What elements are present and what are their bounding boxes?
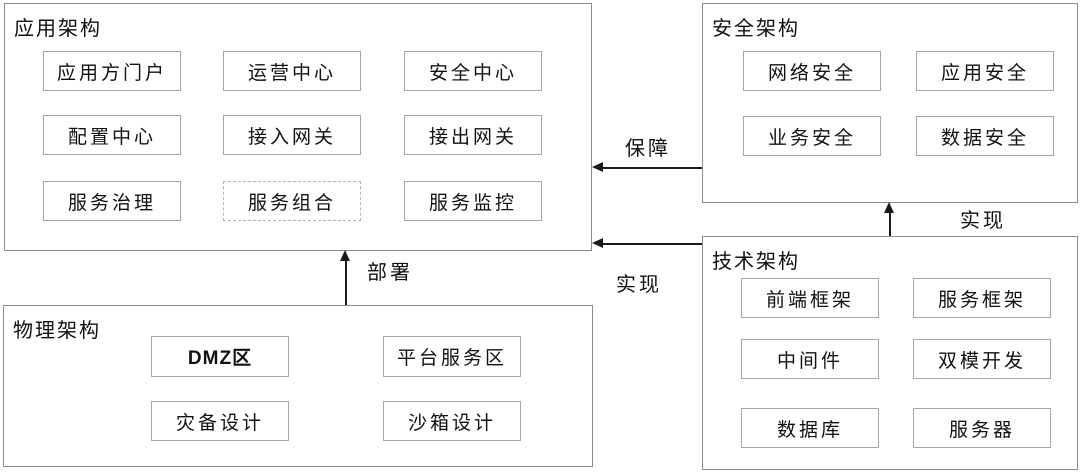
node-security-center: 安全中心: [404, 51, 542, 91]
deploy-arrow-line: [345, 259, 347, 305]
guarantee-arrow-head-icon: [592, 162, 603, 172]
deploy-arrow-label: 部署: [367, 262, 413, 284]
node-outbound-gateway: 接出网关: [404, 115, 542, 155]
realize-app-arrow-label: 实现: [616, 274, 662, 296]
node-service-framework: 服务框架: [913, 278, 1051, 318]
realize-security-arrow-line: [889, 211, 891, 236]
node-service-governance: 服务治理: [43, 181, 181, 221]
node-application-security: 应用安全: [916, 51, 1054, 91]
section-technology-architecture: 技术架构 前端框架 服务框架 中间件 双模开发 数据库 服务器: [702, 236, 1078, 470]
node-middleware: 中间件: [741, 339, 879, 379]
node-config-center: 配置中心: [43, 115, 181, 155]
section-security-architecture: 安全架构 网络安全 应用安全 业务安全 数据安全: [702, 3, 1078, 203]
section-title-application: 应用架构: [14, 18, 102, 40]
realize-app-arrow-head-icon: [592, 238, 603, 248]
node-inbound-gateway: 接入网关: [223, 115, 361, 155]
guarantee-arrow-label: 保障: [625, 138, 671, 160]
node-service-monitoring: 服务监控: [404, 181, 542, 221]
node-sandbox-design: 沙箱设计: [383, 401, 521, 441]
section-application-architecture: 应用架构 应用方门户 运营中心 安全中心 配置中心 接入网关 接出网关 服务治理…: [4, 3, 592, 251]
node-platform-service-zone: 平台服务区: [383, 336, 521, 377]
node-app-portal: 应用方门户: [43, 51, 181, 91]
deploy-arrow-head-icon: [340, 250, 350, 261]
node-bimodal-development: 双模开发: [913, 339, 1051, 379]
guarantee-arrow-line: [600, 167, 702, 169]
realize-app-arrow-line: [600, 243, 702, 245]
node-dmz-zone: DMZ区: [151, 336, 289, 377]
node-network-security: 网络安全: [743, 51, 881, 91]
realize-security-arrow-head-icon: [884, 202, 894, 213]
node-operation-center: 运营中心: [223, 51, 361, 91]
node-database: 数据库: [741, 408, 879, 448]
section-title-technology: 技术架构: [712, 251, 800, 273]
realize-security-arrow-label: 实现: [960, 210, 1006, 232]
section-title-physical: 物理架构: [13, 320, 101, 342]
section-title-security: 安全架构: [712, 18, 800, 40]
section-physical-architecture: 物理架构 DMZ区 平台服务区 灾备设计 沙箱设计: [3, 305, 593, 467]
node-frontend-framework: 前端框架: [741, 278, 879, 318]
node-business-security: 业务安全: [743, 116, 881, 156]
node-disaster-recovery-design: 灾备设计: [151, 401, 289, 441]
node-server: 服务器: [913, 408, 1051, 448]
node-data-security: 数据安全: [916, 116, 1054, 156]
node-service-composition: 服务组合: [223, 181, 361, 221]
